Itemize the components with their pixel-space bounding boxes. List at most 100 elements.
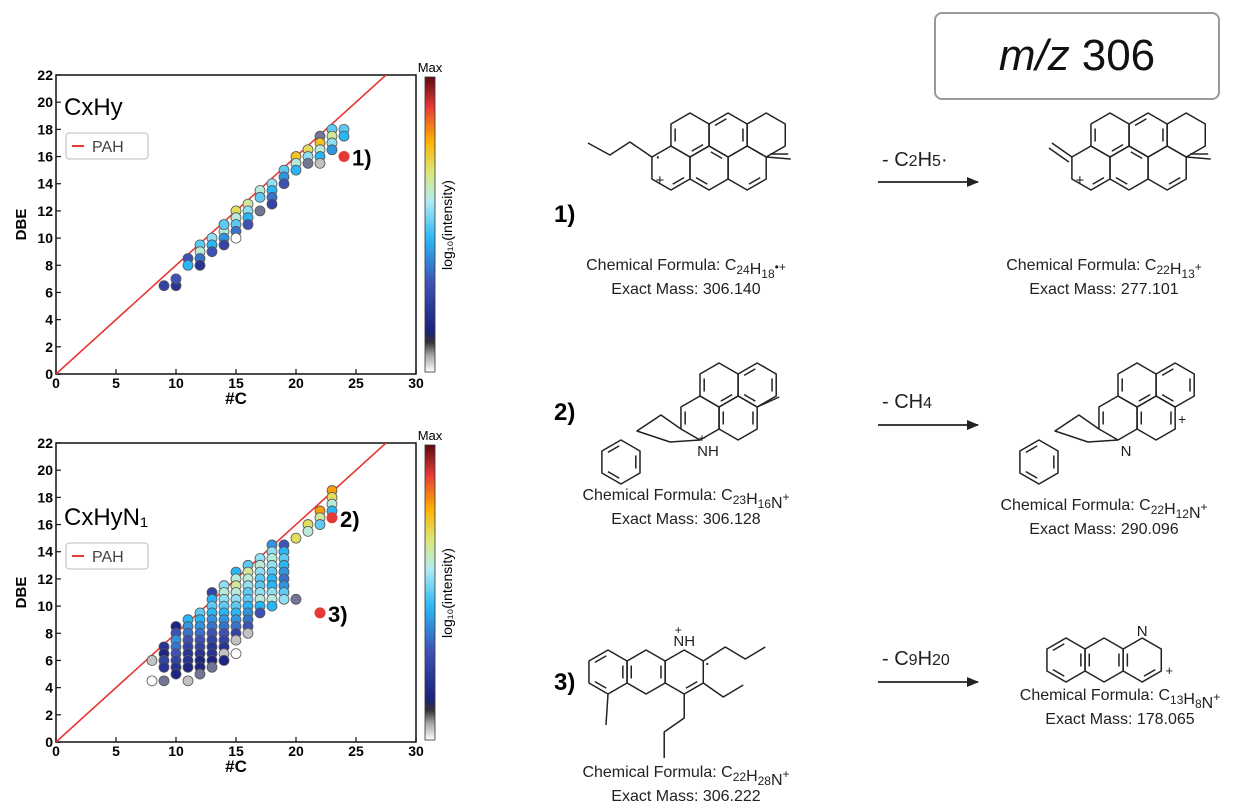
y-tick-label: 8 xyxy=(45,625,53,641)
double-bond xyxy=(685,680,698,689)
benzene-ring xyxy=(699,362,739,408)
colorbar-max-label: Max xyxy=(418,428,443,443)
benzene-ring xyxy=(601,439,641,485)
double-bond xyxy=(1025,470,1038,479)
y-tick-label: 22 xyxy=(37,67,53,83)
methyl xyxy=(756,396,780,408)
benzene-ring xyxy=(1122,637,1163,683)
double-bond xyxy=(1143,668,1156,677)
neutral-loss-label: - CH4 xyxy=(882,391,932,413)
mz-label-box: m/z 306 xyxy=(934,12,1220,100)
pyridine-ring xyxy=(664,649,705,695)
product-formula: Chemical Formula: C22H13+ xyxy=(1006,257,1202,281)
molecule-3-precursor: NH+· xyxy=(588,623,766,758)
colorbar xyxy=(424,76,436,373)
double-bond xyxy=(1115,176,1128,185)
y-tick-label: 22 xyxy=(37,435,53,451)
methyl xyxy=(605,693,609,726)
y-tick-label: 12 xyxy=(37,203,53,219)
double-bond xyxy=(720,393,733,402)
precursor-formula: Chemical Formula: C22H28N+ xyxy=(582,764,789,789)
benzene-ring xyxy=(1117,362,1157,408)
molecule-structures: ·++NH+N+NH+·N+ xyxy=(587,112,1211,758)
ring xyxy=(746,112,787,158)
five-ring-bond xyxy=(766,156,791,160)
x-tick-label: 0 xyxy=(52,743,60,759)
mz-value: 306 xyxy=(1081,31,1156,80)
data-point xyxy=(146,675,158,687)
x-tick-label: 5 xyxy=(112,743,120,759)
ring xyxy=(1166,112,1207,158)
y-tick-label: 4 xyxy=(45,312,53,328)
data-point xyxy=(170,668,182,680)
radical-dot: · xyxy=(655,146,662,168)
y-tick-label: 14 xyxy=(37,544,53,560)
y-tick-label: 16 xyxy=(37,149,53,165)
exact-mass: Exact Mass: 290.096 xyxy=(1029,521,1179,538)
double-bond xyxy=(607,445,620,454)
data-point xyxy=(170,273,182,285)
molecule-2-product: N+ xyxy=(1019,362,1195,485)
x-tick-label: 20 xyxy=(288,375,304,391)
data-point xyxy=(182,661,194,673)
y-tick-label: 4 xyxy=(45,680,53,696)
y-tick-label: 8 xyxy=(45,257,53,273)
y-tick-label: 0 xyxy=(45,366,53,382)
charge-plus: + xyxy=(698,431,705,445)
exo-double-bond xyxy=(1048,147,1070,163)
data-point xyxy=(218,239,230,251)
data-point xyxy=(290,593,302,605)
y-tick-label: 18 xyxy=(37,121,53,137)
benzene-ring xyxy=(1136,395,1176,441)
highlight-point xyxy=(338,151,350,163)
double-bond xyxy=(695,176,708,185)
benzene-ring xyxy=(1147,145,1187,191)
molecule-3-product: N+ xyxy=(1046,623,1173,683)
benzene-ring xyxy=(588,649,628,695)
charge-plus: + xyxy=(1178,411,1186,427)
precursor-formula: Chemical Formula: C24H18•+ xyxy=(586,257,786,281)
y-axis-label: DBE xyxy=(13,209,30,241)
benzene-ring xyxy=(1019,439,1059,485)
benzene-ring xyxy=(727,145,767,191)
product-formula: Chemical Formula: C22H12N+ xyxy=(1000,497,1207,522)
data-point xyxy=(158,280,170,292)
data-point xyxy=(230,232,242,244)
colorbar xyxy=(424,444,436,741)
double-bond xyxy=(1138,393,1151,402)
colorbar-label: log₁₀(intensity) xyxy=(439,548,455,638)
colorbar-label: log₁₀(intensity) xyxy=(439,180,455,270)
propyl-chain xyxy=(702,646,766,662)
reaction-2: 2)Chemical Formula: C23H16N+Exact Mass: … xyxy=(554,391,1208,538)
data-point xyxy=(218,655,230,666)
data-point xyxy=(314,519,326,530)
legend-entry: PAH xyxy=(92,549,124,566)
propyl-chain xyxy=(663,694,685,758)
exact-mass: Exact Mass: 306.128 xyxy=(611,511,761,528)
benzene-ring xyxy=(1090,112,1130,158)
molecule-1-precursor: ·+ xyxy=(587,112,791,191)
legend-box xyxy=(65,542,149,570)
data-point xyxy=(278,593,290,605)
double-bond xyxy=(1161,368,1174,377)
data-point xyxy=(278,178,290,190)
data-point xyxy=(290,532,302,544)
highlight-point xyxy=(326,512,338,524)
data-point xyxy=(146,655,158,666)
data-point xyxy=(230,634,242,646)
nitrogen-label: N xyxy=(1121,443,1132,460)
double-bond xyxy=(1111,143,1124,152)
y-tick-label: 14 xyxy=(37,176,53,192)
data-point xyxy=(182,259,194,271)
reaction-annotations: 1)Chemical Formula: C24H18•+Exact Mass: … xyxy=(554,149,1220,805)
exact-mass: Exact Mass: 306.222 xyxy=(611,788,761,805)
data-point xyxy=(194,668,206,680)
highlight-label: 3) xyxy=(328,602,348,627)
y-tick-label: 2 xyxy=(45,339,53,355)
y-tick-label: 18 xyxy=(37,489,53,505)
double-bond xyxy=(1092,176,1105,185)
charge-plus: + xyxy=(1076,172,1085,189)
